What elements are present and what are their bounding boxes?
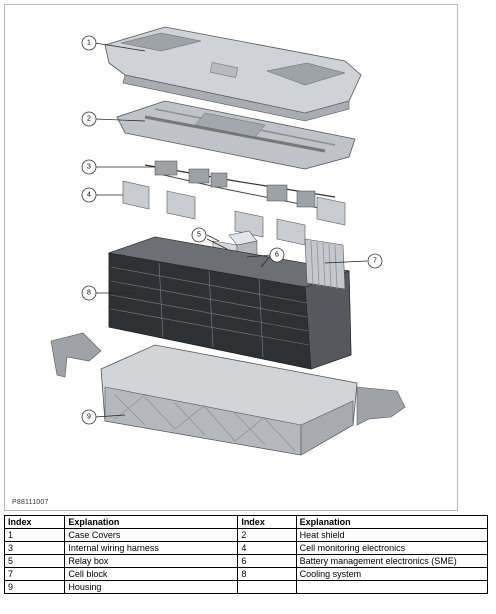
svg-text:5: 5 — [197, 232, 201, 239]
index-cell — [237, 580, 297, 594]
svg-text:6: 6 — [275, 252, 279, 259]
index-cell: 9 — [3, 580, 66, 594]
svg-text:2: 2 — [87, 116, 91, 123]
index-cell: 4 — [237, 541, 297, 555]
index-cell: 3 — [3, 541, 66, 555]
header-explanation-1: Explanation — [64, 515, 239, 529]
callout-7: 7 — [367, 253, 383, 269]
svg-text:8: 8 — [87, 290, 91, 297]
callout-1: 1 — [81, 35, 97, 51]
header-explanation-2: Explanation — [295, 515, 489, 529]
explanation-cell: Case Covers — [64, 528, 239, 542]
svg-text:4: 4 — [87, 192, 91, 199]
explanation-cell: Housing — [64, 580, 239, 594]
svg-text:3: 3 — [87, 164, 91, 171]
housing-part — [50, 332, 406, 456]
table-row: 7 Cell block 8 Cooling system — [3, 567, 489, 581]
heat-shield-part — [116, 100, 356, 170]
explanation-cell: Battery management electronics (SME) — [295, 554, 489, 568]
callout-8: 8 — [81, 285, 97, 301]
index-cell: 5 — [3, 554, 66, 568]
index-cell: 7 — [3, 567, 66, 581]
callout-4: 4 — [81, 187, 97, 203]
case-cover-part — [104, 26, 362, 122]
table-row: 5 Relay box 6 Battery management electro… — [3, 554, 489, 568]
header-index-2: Index — [237, 515, 297, 529]
svg-text:1: 1 — [87, 40, 91, 47]
index-cell: 8 — [237, 567, 297, 581]
index-cell: 1 — [3, 528, 66, 542]
explanation-cell: Cell block — [64, 567, 239, 581]
svg-text:7: 7 — [373, 258, 377, 265]
battery-exploded-drawing: 1 2 3 4 5 6 7 8 9 — [50, 26, 406, 456]
svg-text:9: 9 — [87, 414, 91, 421]
figure-id-label: P88111007 — [12, 499, 49, 506]
table-row: 9 Housing — [3, 580, 489, 594]
explanation-cell: Relay box — [64, 554, 239, 568]
index-cell: 2 — [237, 528, 297, 542]
explanation-cell — [295, 580, 489, 594]
legend-table: Index Explanation Index Explanation 1 Ca… — [3, 515, 489, 594]
explanation-cell: Internal wiring harness — [64, 541, 239, 555]
index-cell: 6 — [237, 554, 297, 568]
callout-9: 9 — [81, 409, 97, 425]
callout-5: 5 — [191, 227, 207, 243]
header-index-1: Index — [3, 515, 66, 529]
table-row: 3 Internal wiring harness 4 Cell monitor… — [3, 541, 489, 555]
explanation-cell: Cell monitoring electronics — [295, 541, 489, 555]
legend-header-row: Index Explanation Index Explanation — [3, 515, 489, 529]
callout-2: 2 — [81, 111, 97, 127]
table-row: 1 Case Covers 2 Heat shield — [3, 528, 489, 542]
exploded-view-figure: 1 2 3 4 5 6 7 8 9 P88111007 — [4, 4, 458, 511]
explanation-cell: Heat shield — [295, 528, 489, 542]
callout-6: 6 — [269, 247, 285, 263]
callout-leaders — [94, 42, 368, 418]
cell-block-part — [107, 236, 352, 370]
explanation-cell: Cooling system — [295, 567, 489, 581]
callout-3: 3 — [81, 159, 97, 175]
cell-monitoring-boards — [122, 180, 346, 246]
